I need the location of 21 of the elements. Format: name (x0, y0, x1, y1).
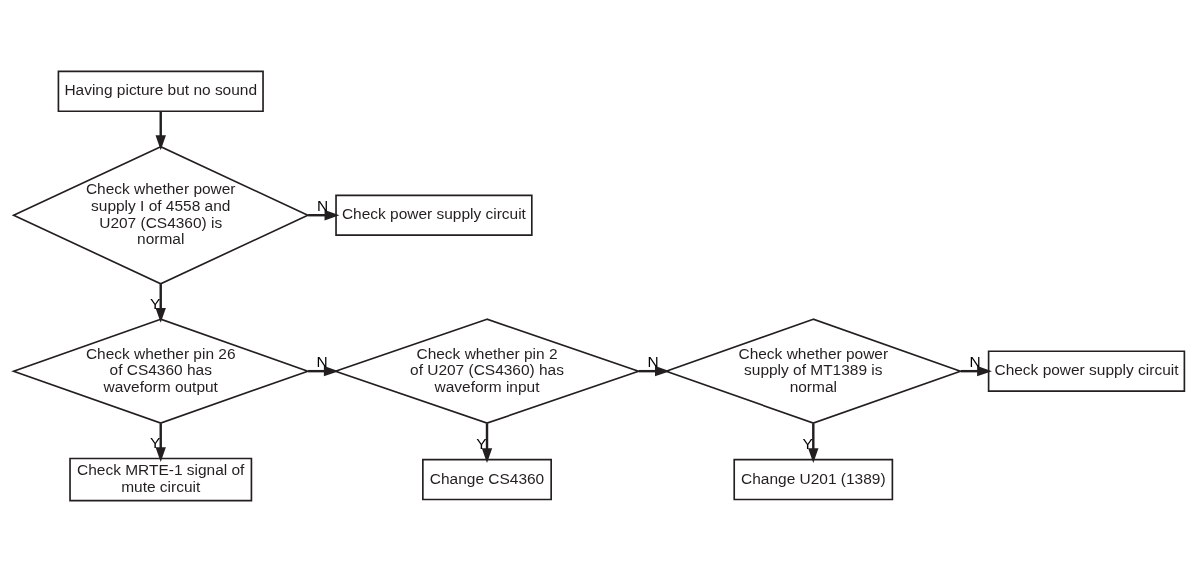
node-diamond: Check whether power supply I of 4558 and U207 (CS4360) is normal (11, 145, 310, 285)
arrow (155, 423, 166, 462)
edge-label: N (316, 352, 328, 370)
edge-label: N (647, 352, 659, 370)
edge-label: Y (476, 434, 487, 452)
node-box: Check power supply circuit (987, 350, 1186, 392)
arrow (481, 423, 493, 464)
arrow (808, 423, 819, 464)
node-box: Check power supply circuit (335, 194, 533, 236)
edge-label: N (969, 352, 981, 370)
arrow (155, 111, 166, 151)
edge-label: Y (150, 294, 161, 312)
node-box: Check MRTE-1 signal of mute circuit (69, 457, 253, 502)
node-box: Having picture but no sound (57, 70, 264, 113)
node-box: Change CS4360 (422, 458, 552, 501)
edge-label: Y (150, 434, 161, 452)
edge-label: Y (802, 434, 813, 452)
edge-label: N (316, 197, 329, 215)
node-box: Change U201 (1389) (733, 458, 894, 501)
node-diamond: Check whether pin 26 of CS4360 has waveform output (11, 318, 311, 425)
arrow (155, 284, 166, 323)
